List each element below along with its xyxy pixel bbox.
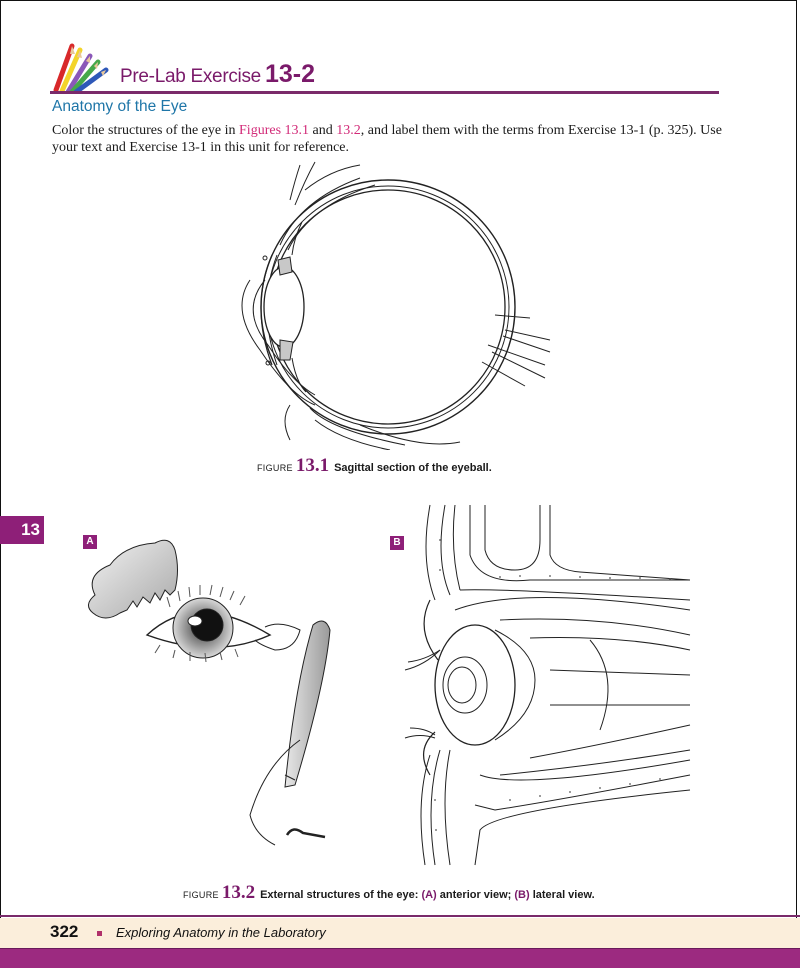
instructions-text: Color the structures of the eye in <box>52 123 240 138</box>
figure-word: FIGURE <box>183 890 219 900</box>
page-number: 322 <box>50 922 79 941</box>
panel-b-text: lateral view. <box>529 889 595 901</box>
figure-word: FIGURE <box>257 463 293 473</box>
instructions-text: and <box>309 123 337 138</box>
figure-description: Sagittal section of the eyeball. <box>334 462 492 474</box>
footer-rule <box>0 915 800 917</box>
figure-number: 13.2 <box>221 882 256 903</box>
section-subtitle: Anatomy of the Eye <box>52 98 188 115</box>
panel-a-ref: (A) <box>421 889 437 901</box>
header-rule <box>50 91 719 94</box>
colored-pencils-icon <box>53 43 109 94</box>
figure-reference-link[interactable]: Figures 13.1 <box>239 123 310 138</box>
panel-a-badge: A <box>83 535 97 549</box>
exercise-label: Pre-Lab Exercise <box>120 66 261 87</box>
panel-b-ref: (B) <box>514 889 530 901</box>
footer-bar <box>0 948 800 968</box>
panel-a-text: anterior view; <box>436 889 515 901</box>
figure-number: 13.1 <box>295 455 330 476</box>
figure-13-2b-illustration <box>404 504 691 866</box>
figure-description: External structures of the eye: <box>260 889 422 901</box>
figure-13-1-illustration <box>241 161 551 450</box>
chapter-tab[interactable]: 13 <box>0 516 44 544</box>
bullet-separator <box>97 931 102 936</box>
book-title: Exploring Anatomy in the Laboratory <box>116 925 326 940</box>
instructions-paragraph: Color the structures of the eye in Figur… <box>52 122 732 156</box>
instructions-text: , and label them with the terms from Exe… <box>52 123 722 155</box>
figure-13-2a-illustration <box>88 539 331 846</box>
footer-band <box>0 918 800 948</box>
exercise-number: 13-2 <box>264 60 315 88</box>
panel-b-badge: B <box>390 536 404 550</box>
figure-reference-link[interactable]: 13.2 <box>336 123 361 138</box>
